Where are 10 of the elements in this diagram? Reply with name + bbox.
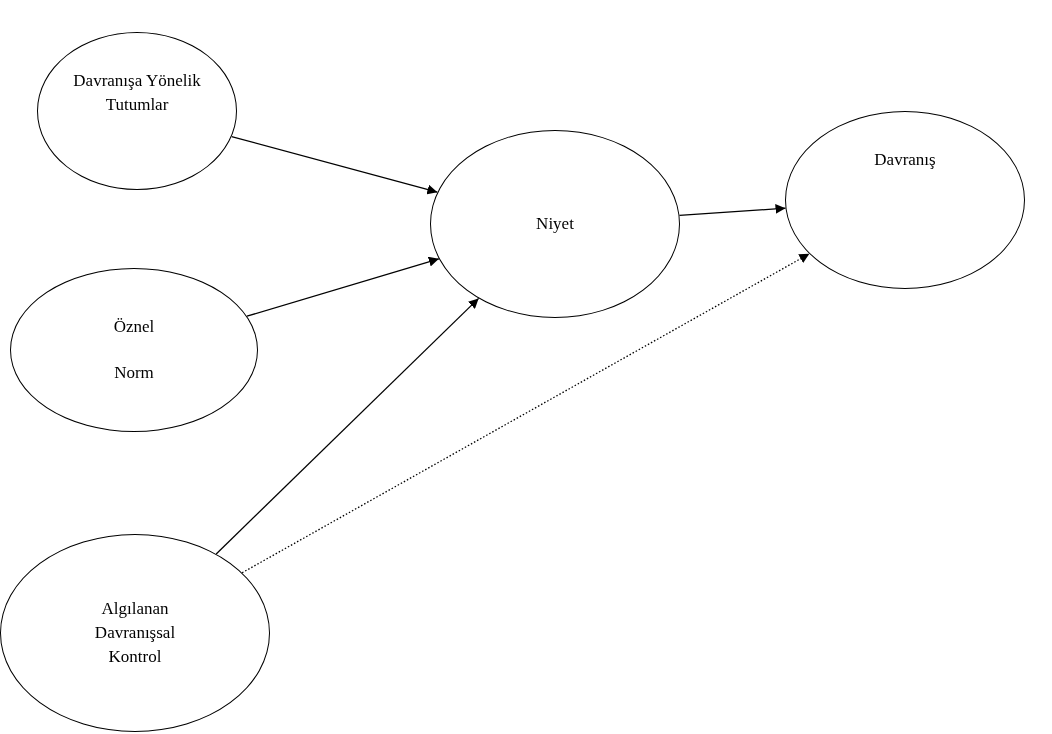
arrow: [230, 135, 438, 195]
node-label: Davranışa Yönelik Tutumlar: [72, 70, 202, 116]
arrow: [246, 256, 440, 317]
arrow: [678, 203, 787, 217]
node-label: Davranış: [873, 149, 937, 171]
node-label: Öznel Norm: [112, 316, 156, 384]
node-label: Algılanan Davranışsal Kontrol: [93, 598, 177, 668]
arrow: [215, 297, 480, 555]
arrow: [241, 253, 811, 574]
node-label: Niyet: [535, 213, 575, 235]
